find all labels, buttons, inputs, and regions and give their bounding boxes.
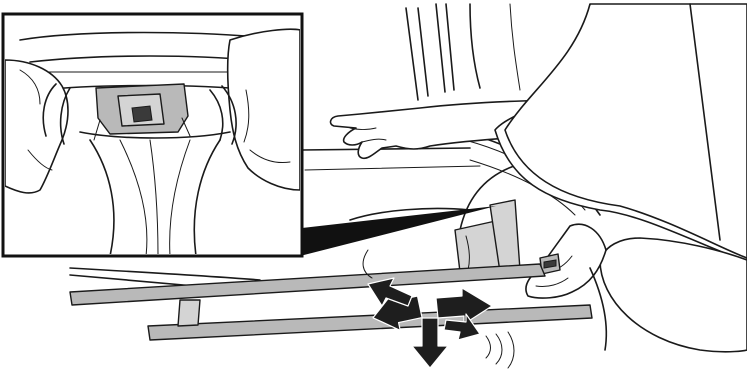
right-person bbox=[495, 4, 747, 352]
inset-detail bbox=[3, 14, 302, 256]
motion-lines bbox=[486, 332, 514, 368]
